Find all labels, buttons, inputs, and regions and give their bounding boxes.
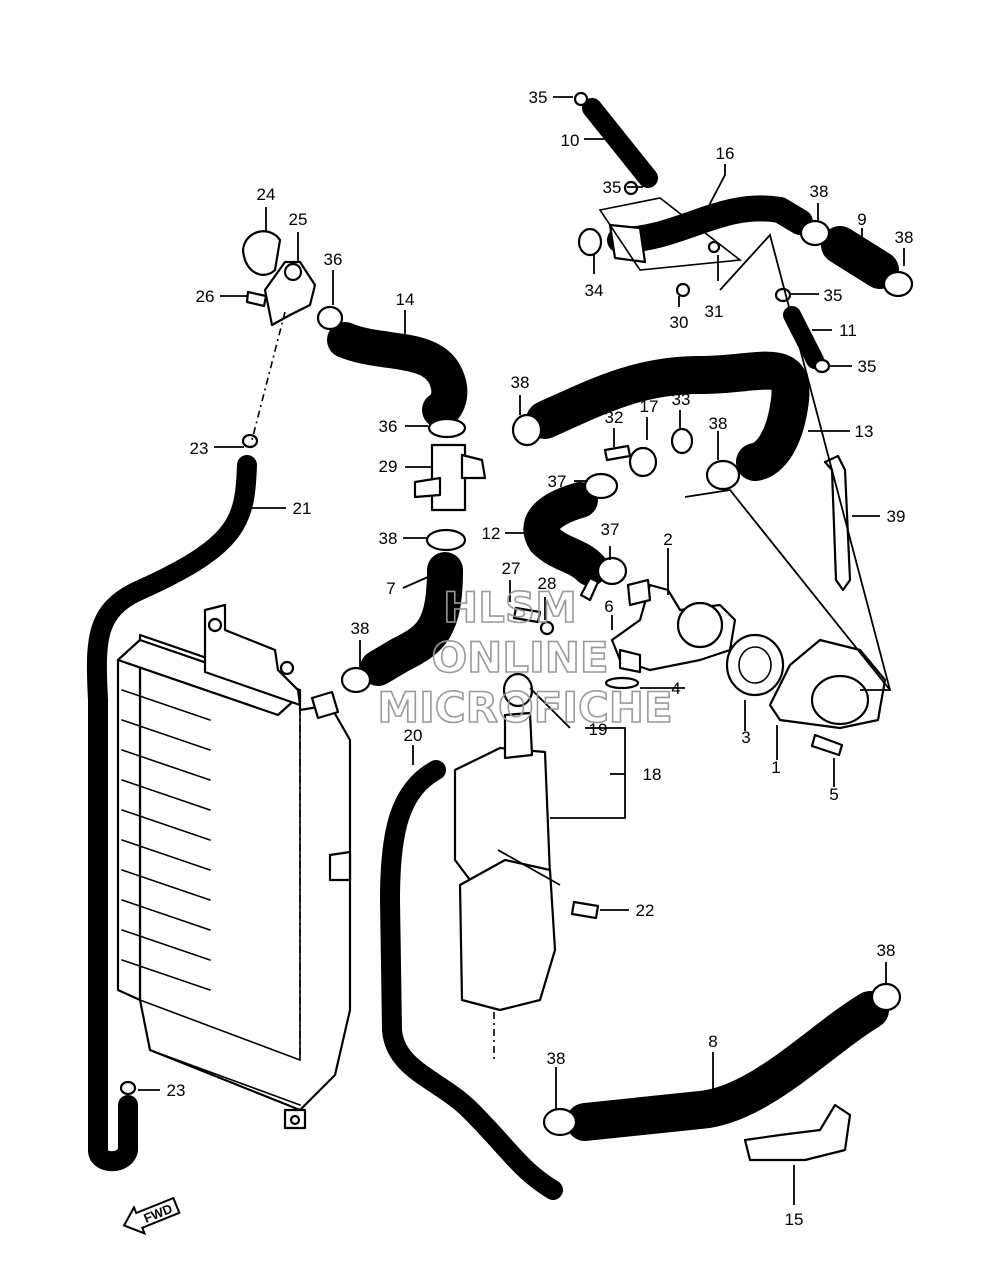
label-38: 38 — [379, 529, 398, 548]
label-9: 9 — [857, 210, 866, 229]
label-3: 3 — [741, 728, 750, 747]
hose-10 — [582, 98, 658, 188]
label-23: 23 — [167, 1081, 186, 1100]
label-15: 15 — [785, 1210, 804, 1229]
watermark-line-3: MICROFICHE — [377, 683, 672, 732]
label-10: 10 — [561, 131, 580, 150]
label-16: 16 — [716, 144, 735, 163]
label-24: 24 — [257, 185, 276, 204]
cap-24 — [241, 230, 282, 276]
hose-21 — [86, 455, 257, 1172]
label-35: 35 — [603, 178, 622, 197]
label-38: 38 — [351, 619, 370, 638]
fitting-29 — [413, 443, 487, 512]
hose-7 — [360, 552, 463, 686]
watermark-line-2: ONLINE — [431, 633, 608, 682]
label-5: 5 — [829, 785, 838, 804]
hose-13 — [526, 351, 810, 481]
label-12: 12 — [482, 524, 501, 543]
label-7: 7 — [386, 579, 395, 598]
thermostat-3 — [725, 633, 785, 697]
label-30: 30 — [670, 313, 689, 332]
label-36: 36 — [379, 417, 398, 436]
label-33: 33 — [672, 390, 691, 409]
label-22: 22 — [636, 901, 655, 920]
label-32: 32 — [605, 408, 624, 427]
label-35: 35 — [529, 88, 548, 107]
hose-11 — [783, 306, 824, 369]
radiator — [116, 603, 352, 1130]
label-26: 26 — [196, 287, 215, 306]
label-38: 38 — [877, 941, 896, 960]
label-1: 1 — [771, 758, 780, 777]
label-25: 25 — [289, 210, 308, 229]
hose-9 — [821, 226, 899, 289]
leader-lines — [138, 96, 905, 1205]
label-11: 11 — [839, 321, 857, 340]
label-13: 13 — [855, 422, 874, 441]
label-38: 38 — [709, 414, 728, 433]
label-4: 4 — [671, 679, 680, 698]
hose-14 — [327, 322, 468, 428]
label-35: 35 — [858, 357, 877, 376]
callout-labels: 35 10 35 16 38 9 38 34 30 31 35 11 35 24… — [167, 88, 914, 1229]
thermostat-cover-1 — [768, 638, 887, 730]
label-38: 38 — [810, 182, 829, 201]
watermark-line-1: HLSM — [443, 583, 577, 632]
label-28: 28 — [538, 574, 557, 593]
label-36: 36 — [324, 250, 343, 269]
watermark: HLSM ONLINE MICROFICHE — [377, 582, 674, 733]
thermostat-housing-2 — [610, 578, 737, 674]
fwd-arrow-icon — [122, 1196, 181, 1236]
bolts — [245, 240, 844, 920]
fwd-arrow: FWD — [122, 1196, 181, 1236]
label-29: 29 — [379, 457, 398, 476]
label-37: 37 — [548, 472, 567, 491]
label-31: 31 — [705, 302, 724, 321]
label-2: 2 — [663, 530, 672, 549]
filler-neck-25 — [263, 260, 317, 327]
dashed-leaders — [251, 311, 495, 1060]
label-35: 35 — [824, 286, 843, 305]
label-8: 8 — [708, 1032, 717, 1051]
bracket-15 — [743, 1103, 852, 1162]
hose-20 — [380, 760, 563, 1200]
label-38: 38 — [547, 1049, 566, 1068]
hose-12 — [523, 482, 608, 586]
label-19: 19 — [589, 720, 608, 739]
label-21: 21 — [293, 499, 312, 518]
hose-8 — [566, 991, 889, 1141]
pipe-16 — [598, 195, 813, 271]
label-38: 38 — [511, 373, 530, 392]
label-14: 14 — [396, 290, 415, 309]
label-38: 38 — [895, 228, 914, 247]
label-37: 37 — [601, 520, 620, 539]
label-6: 6 — [604, 597, 613, 616]
label-23: 23 — [190, 439, 209, 458]
reservoir-tank-18 — [453, 672, 557, 1012]
label-34: 34 — [585, 281, 604, 300]
label-17: 17 — [640, 397, 659, 416]
label-39: 39 — [887, 507, 906, 526]
label-27: 27 — [502, 559, 521, 578]
strap-39 — [823, 454, 852, 592]
label-18: 18 — [643, 765, 662, 784]
label-20: 20 — [404, 726, 423, 745]
